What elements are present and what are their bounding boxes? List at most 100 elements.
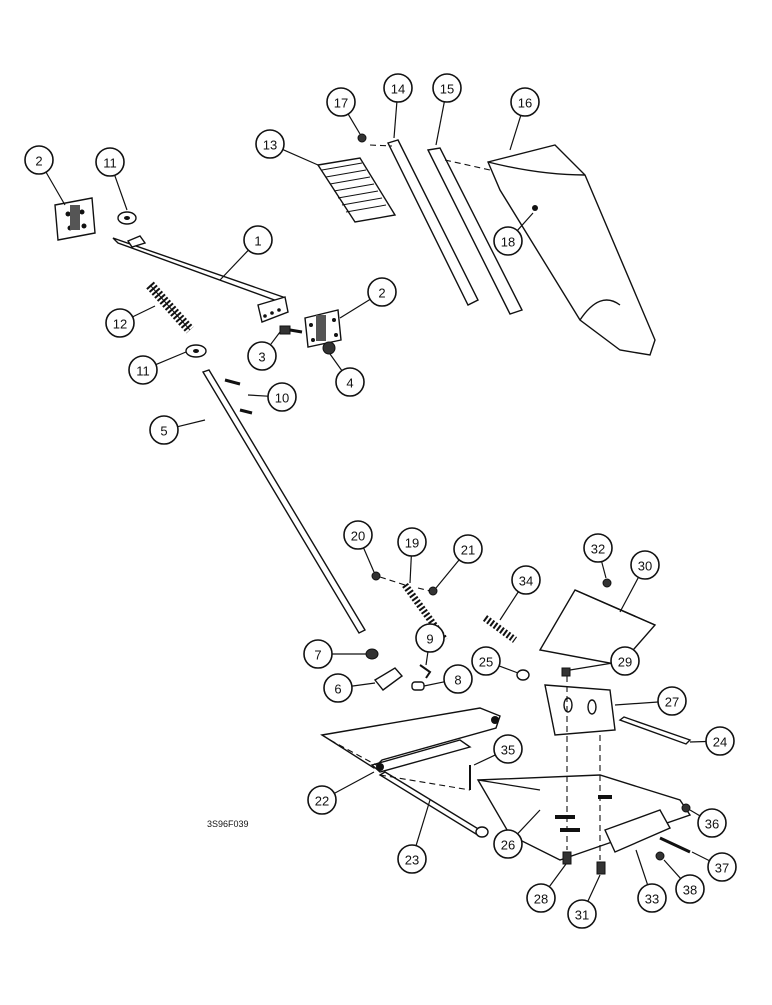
callout-14: 14: [383, 73, 413, 139]
leader-line: [132, 305, 156, 318]
leader-line: [435, 101, 445, 146]
callout-12: 12: [105, 305, 156, 338]
callout-label: 3: [258, 350, 265, 365]
part-clevis-6: [373, 667, 404, 691]
callout-circle: [493, 226, 523, 256]
callout-circle: [583, 533, 613, 563]
callout-label: 6: [334, 682, 341, 697]
leader-line: [219, 249, 249, 281]
part-rod-1: [112, 235, 289, 323]
leader-line: [663, 859, 682, 879]
callout-circle: [526, 883, 556, 913]
callout-circle: [383, 73, 413, 103]
leader-line: [689, 809, 701, 817]
callout-circle: [493, 734, 523, 764]
callout-circle: [705, 726, 735, 756]
part-arm-22: [320, 707, 501, 773]
callout-19: 19: [397, 527, 427, 584]
callout-label: 27: [665, 695, 679, 710]
callout-10: 10: [247, 382, 297, 412]
callout-circle: [105, 308, 135, 338]
part-washer-top: [117, 211, 137, 225]
leader-line: [269, 331, 281, 346]
callout-8: 8: [423, 664, 473, 694]
part-bracket-left: [54, 197, 96, 241]
callout-circle: [510, 87, 540, 117]
callout-1: 1: [219, 225, 273, 281]
leader-line: [425, 651, 429, 666]
leader-line: [473, 754, 496, 766]
callout-circle: [24, 145, 54, 175]
callout-label: 26: [501, 838, 515, 853]
callout-circle: [326, 87, 356, 117]
callout-label: 16: [518, 96, 532, 111]
callout-17: 17: [326, 87, 361, 135]
callout-27: 27: [614, 686, 687, 716]
part-nut-21: [428, 586, 438, 596]
callout-13: 13: [255, 129, 319, 166]
callout-11: 11: [95, 147, 128, 211]
part-plate-13: [316, 157, 397, 223]
callout-circle: [453, 534, 483, 564]
callout-20: 20: [343, 520, 375, 573]
part-spring-12: [146, 281, 194, 334]
callout-circle: [657, 686, 687, 716]
callout-24: 24: [689, 726, 735, 756]
callout-36: 36: [689, 808, 727, 838]
callout-circle: [243, 225, 273, 255]
callout-label: 25: [479, 655, 493, 670]
part-bolt-20: [371, 571, 381, 581]
leader-line: [415, 799, 431, 846]
leader-line: [45, 171, 66, 206]
callout-5: 5: [149, 415, 206, 445]
callout-label: 17: [334, 96, 348, 111]
part-clip-9: [419, 664, 432, 679]
leader-line: [689, 740, 707, 743]
callout-31: 31: [567, 874, 601, 929]
leader-line: [114, 174, 128, 211]
callout-label: 31: [575, 908, 589, 923]
callout-circle: [95, 147, 125, 177]
callout-circle: [471, 646, 501, 676]
part-bolt-28: [562, 851, 572, 865]
part-bolt-31: [596, 861, 606, 875]
callout-label: 2: [378, 286, 385, 301]
callout-circle: [128, 355, 158, 385]
part-bracket-right: [304, 309, 342, 348]
assembly-lines: [329, 144, 601, 860]
leader-line: [423, 681, 445, 687]
callout-circle: [637, 883, 667, 913]
part-rod-24: [618, 716, 692, 745]
part-washer-lower: [185, 344, 207, 358]
leader-line: [619, 577, 639, 613]
callout-label: 2: [35, 154, 42, 169]
part-bolt-37: [659, 836, 691, 854]
part-strip-15: [426, 147, 523, 315]
callout-circle: [343, 520, 373, 550]
callout-16: 16: [509, 87, 540, 151]
part-nut-25: [516, 669, 530, 681]
part-shaft-23: [378, 771, 489, 838]
callout-circle: [707, 852, 737, 882]
leader-line: [351, 682, 376, 687]
callout-label: 22: [315, 794, 329, 809]
leader-line: [548, 863, 567, 888]
drawing-code: 3S96F039: [207, 819, 249, 829]
callout-30: 30: [619, 550, 660, 613]
leader-line: [155, 351, 187, 366]
part-bolt-38: [655, 851, 665, 861]
callout-label: 15: [440, 82, 454, 97]
callout-circle: [323, 673, 353, 703]
part-bolt-17: [357, 133, 367, 143]
part-bolt-3: [279, 325, 303, 335]
part-strip-14: [387, 139, 479, 306]
callout-label: 36: [705, 817, 719, 832]
leader-line: [409, 555, 412, 584]
callout-2: 2: [339, 277, 397, 319]
callout-33: 33: [635, 849, 667, 913]
callout-9: 9: [415, 623, 445, 666]
callout-label: 11: [103, 156, 117, 171]
callout-35: 35: [473, 734, 523, 766]
callout-4: 4: [329, 353, 365, 397]
callout-circle: [335, 367, 365, 397]
